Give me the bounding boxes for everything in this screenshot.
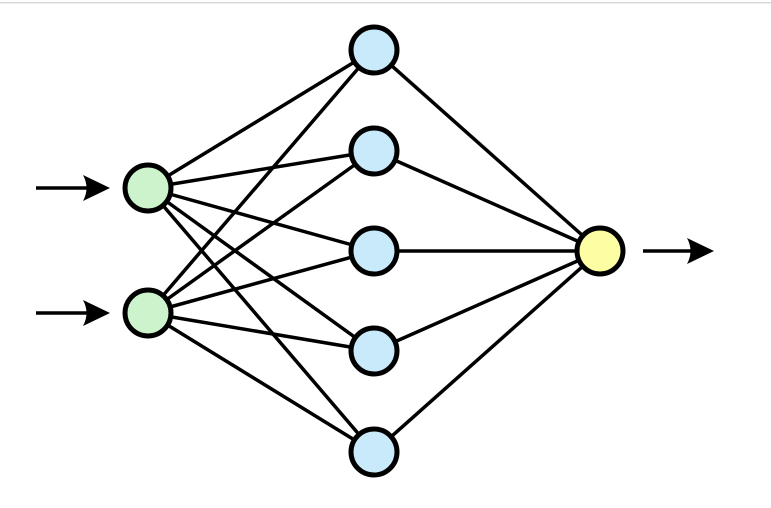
- top-border-line: [0, 2, 771, 4]
- edge-hidden-4-output-1: [373, 249, 601, 353]
- node-hidden-1: [348, 24, 400, 76]
- edge-input-2-hidden-1: [146, 48, 376, 315]
- edge-input-1-hidden-2: [147, 149, 375, 190]
- input-arrow-2-head: [83, 300, 110, 326]
- node-input-1: [122, 162, 174, 214]
- edge-input-2-hidden-3: [147, 249, 375, 315]
- edge-input-2-hidden-4: [147, 311, 375, 353]
- output-arrow-head: [687, 238, 714, 264]
- edge-hidden-5-output-1: [372, 249, 602, 454]
- node-output-1: [574, 225, 626, 277]
- edge-input-1-hidden-4: [146, 186, 376, 353]
- node-hidden-2: [348, 125, 400, 177]
- node-hidden-5: [348, 426, 400, 478]
- edge-input-1-hidden-1: [147, 48, 375, 190]
- edge-input-1-hidden-5: [146, 186, 376, 454]
- edge-hidden-1-output-1: [372, 48, 602, 253]
- node-hidden-4: [348, 325, 400, 377]
- input-arrow-1-head: [83, 175, 110, 201]
- edge-input-1-hidden-3: [147, 186, 375, 253]
- node-hidden-3: [348, 225, 400, 277]
- edge-input-2-hidden-2: [146, 149, 376, 315]
- edge-hidden-2-output-1: [373, 149, 601, 253]
- edge-input-2-hidden-5: [147, 311, 375, 454]
- node-input-2: [122, 287, 174, 339]
